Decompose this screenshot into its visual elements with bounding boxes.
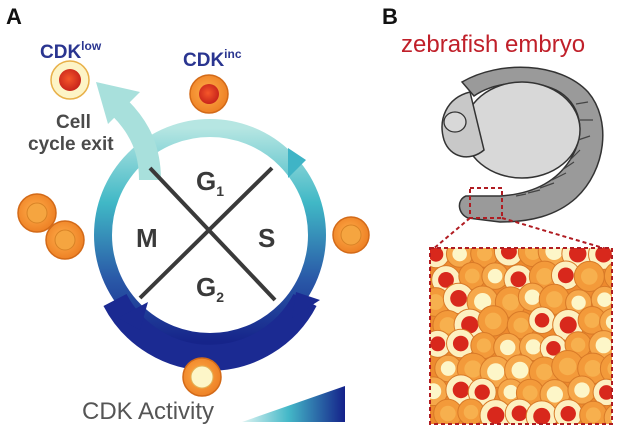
tissue-cell-nucleus: [558, 357, 577, 376]
tissue-cell-nucleus: [487, 406, 505, 424]
tissue-cell-nucleus: [500, 339, 516, 356]
tissue-cell-nucleus: [524, 289, 541, 305]
cell-g1: [189, 74, 229, 114]
phase-m: M: [136, 223, 158, 253]
tissue-cell-nucleus: [438, 272, 454, 288]
tissue-cell-nucleus: [450, 290, 467, 307]
tissue-cell: [599, 308, 612, 337]
phase-s: S: [258, 223, 275, 253]
tissue-cell-nucleus: [525, 339, 541, 355]
tissue-cell-nucleus: [430, 383, 442, 400]
tissue-cell-nucleus: [557, 267, 574, 284]
cell-m-top: [17, 193, 57, 233]
tissue-cell-nucleus: [599, 385, 612, 400]
tissue-cell-nucleus: [513, 317, 529, 333]
tissue-cell-nucleus: [440, 361, 456, 376]
cell-s: [332, 216, 370, 254]
tissue-cell-nucleus: [605, 314, 612, 330]
tissue-cell-nucleus: [464, 360, 482, 378]
cdk-low-label: CDKlow: [40, 39, 102, 63]
tissue-cell-nucleus: [474, 293, 492, 311]
tissue-cell-nucleus: [559, 316, 577, 334]
panel-a-letter: A: [6, 4, 22, 29]
tissue-cell-nucleus: [476, 248, 493, 262]
tissue-cell: [603, 404, 612, 424]
tissue-cell-nucleus: [570, 337, 586, 353]
cell-m-bottom: [45, 220, 85, 260]
tissue-cell-nucleus: [510, 271, 527, 288]
tissue-cell-nucleus: [511, 405, 528, 422]
tissue-cell-nucleus: [511, 361, 529, 379]
cell-exit: [50, 60, 90, 100]
zebrafish-title: zebrafish embryo: [401, 31, 585, 58]
tissue-cell-nucleus: [502, 293, 519, 311]
tissue-cell: [603, 262, 612, 290]
tissue-cell-nucleus: [536, 268, 554, 285]
cell-cycle-ring: [94, 82, 326, 371]
tissue-cell-nucleus: [484, 312, 502, 330]
tissue-cell-nucleus: [522, 385, 538, 401]
panel-b-letter: B: [382, 4, 398, 29]
tissue-cell-nucleus: [524, 248, 542, 261]
phase-g2: G2: [196, 272, 224, 305]
tissue-cell-nucleus: [585, 407, 601, 423]
tissue-cell-nucleus: [581, 268, 598, 285]
tissue-cell-nucleus: [560, 405, 576, 422]
tissue-cell-nucleus: [584, 359, 602, 377]
exit-arrowhead: [96, 82, 140, 124]
tissue-cell-nucleus: [476, 338, 492, 353]
exit-arrow: [112, 100, 161, 181]
arrowhead-g2-m: [118, 302, 148, 330]
tissue-inset: [429, 247, 613, 425]
tissue-cell-nucleus: [607, 361, 612, 377]
tissue-cell-nucleus: [595, 248, 612, 263]
tissue-cell-nucleus: [430, 336, 446, 352]
cell-g2: [182, 357, 222, 397]
phase-g1: G1: [196, 166, 224, 199]
tissue-cell-nucleus: [430, 294, 444, 310]
tissue-cell-nucleus: [571, 295, 586, 310]
tissue-cell-nucleus: [545, 248, 563, 260]
tissue-cell-nucleus: [533, 407, 551, 424]
arrowhead-s-g2: [292, 292, 320, 318]
tissue-cell-nucleus: [569, 248, 587, 263]
tissue-cell-nucleus: [584, 312, 600, 328]
tissue-cell-nucleus: [474, 384, 490, 400]
arrowhead-g1-s: [288, 148, 306, 178]
tissue-cell-nucleus: [500, 248, 517, 260]
cdk-activity-wedge: [242, 386, 345, 422]
tissue-cell-nucleus: [463, 404, 479, 420]
tissue-cell-nucleus: [534, 312, 550, 328]
tissue-cell-nucleus: [452, 381, 470, 399]
tissue-cell-nucleus: [597, 292, 612, 307]
tissue-cell-nucleus: [461, 316, 479, 334]
embryo-illustration: [431, 66, 611, 251]
tissue-cell-nucleus: [487, 363, 505, 381]
tissue-cell: [599, 353, 612, 385]
tissue-cell-nucleus: [439, 317, 456, 334]
tissue-cell-nucleus: [452, 248, 467, 262]
cell-cycle-exit-line1: Cell: [56, 112, 91, 133]
tissue-cell-nucleus: [464, 268, 480, 284]
cdk-inc-label: CDKinc: [183, 47, 242, 71]
tissue-cell-nucleus: [487, 268, 503, 284]
cell-cycle-exit-line2: cycle exit: [28, 134, 114, 155]
tissue-cell-nucleus: [536, 363, 553, 381]
tissue-cell-nucleus: [546, 340, 561, 356]
tissue-cell-nucleus: [574, 382, 590, 398]
tissue-cell-nucleus: [430, 248, 444, 262]
tissue-cell-nucleus: [595, 337, 612, 354]
cdk-activity-label: CDK Activity: [82, 398, 214, 425]
tissue-cell-nucleus: [546, 291, 563, 308]
tissue-cell-nucleus: [546, 386, 563, 403]
tissue-cell-nucleus: [440, 405, 456, 422]
tissue-cell-nucleus: [452, 335, 469, 352]
tissue-cell-nucleus: [503, 384, 518, 400]
